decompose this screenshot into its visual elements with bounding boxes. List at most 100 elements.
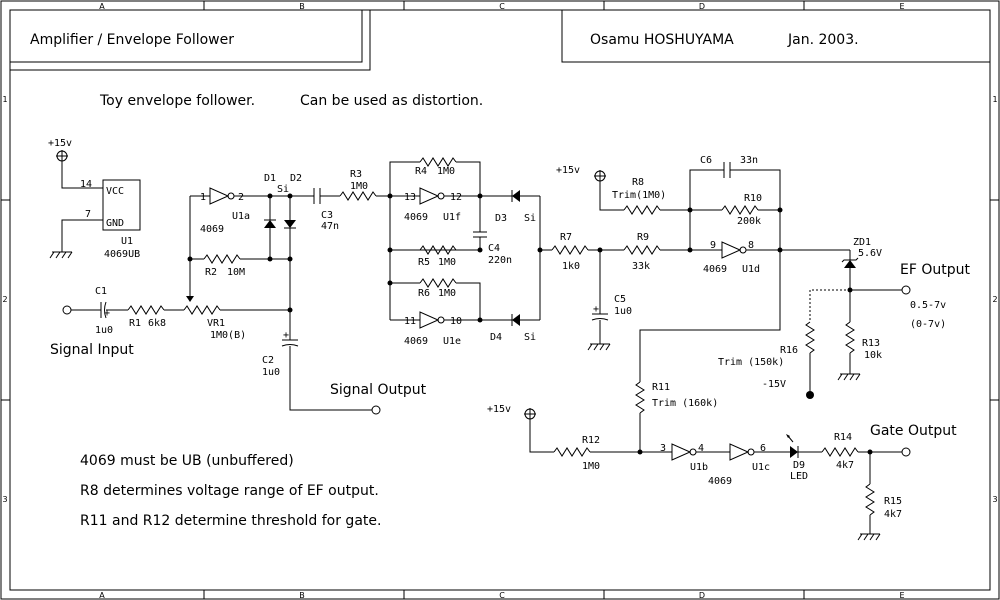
c3-capacitor-icon [313, 188, 321, 204]
u1e-inverter-icon [419, 311, 445, 329]
r5-resistor-icon [419, 245, 457, 255]
ground-icon [49, 251, 73, 259]
d4-diode-icon [511, 314, 520, 326]
gate-output-terminal-icon[interactable] [901, 447, 911, 457]
frame-row-2: 2 [2, 295, 7, 304]
vee-label: -15V [762, 379, 786, 390]
r11-name: R11 [652, 382, 670, 393]
signal-output-label: Signal Output [330, 382, 427, 398]
ef-output-label: EF Output [900, 262, 970, 278]
d4-type: Si [524, 332, 536, 343]
u1-label-vcc: VCC [106, 186, 124, 197]
ef-range-2: (0-7v) [910, 319, 946, 330]
vcc-bottom-terminal-icon [524, 408, 536, 420]
frame-row-1: 1 [2, 95, 7, 104]
vee-terminal-icon [806, 391, 814, 399]
note-3: R11 and R12 determine threshold for gate… [80, 513, 381, 529]
d3-diode-icon [511, 190, 520, 202]
u1c-out-pin: 6 [760, 443, 766, 454]
u1f-in-pin: 13 [404, 192, 416, 203]
r1-name: R1 [129, 318, 141, 329]
u1e-out-pin: 10 [450, 316, 462, 327]
u1-part: 4069UB [104, 249, 140, 260]
u1b-name: U1b [690, 462, 708, 473]
r1-resistor-icon [127, 305, 165, 315]
c2-name: C2 [262, 355, 274, 366]
r12-resistor-icon [553, 447, 591, 457]
u1a-name: U1a [232, 211, 250, 222]
signal-output-terminal-icon[interactable] [371, 405, 381, 415]
r10-value: 200k [737, 216, 761, 227]
u1a-inverter-icon [209, 187, 235, 205]
r14-value: 4k7 [836, 460, 854, 471]
rectifier-stage: C3 47n R3 1M0 R4 1M0 13 12 4069 U1f C [313, 157, 543, 347]
r9-resistor-icon [623, 245, 661, 255]
r5-value: 1M0 [438, 257, 456, 268]
frame-row-3: 3 [2, 495, 7, 504]
vcc-terminal-icon [56, 150, 68, 162]
c2-capacitor-icon [281, 339, 299, 347]
u1a-out-pin: 2 [238, 192, 244, 203]
frame-row-3-right: 3 [992, 495, 997, 504]
vr1-wiper-arrow-icon [186, 296, 194, 302]
u1-package [102, 179, 141, 231]
svg-text:+: + [104, 308, 110, 319]
d2-diode-icon [284, 220, 296, 229]
r12-name: R12 [582, 435, 600, 446]
u1f-name: U1f [443, 212, 461, 223]
frame-col-a: A [99, 2, 105, 11]
vr1-potentiometer-icon [183, 305, 221, 315]
ef-range-1: 0.5-7v [910, 300, 946, 311]
u1b-out-pin: 4 [698, 443, 704, 454]
d1-name: D1 [264, 173, 276, 184]
vr1-value: 1M0(B) [210, 330, 246, 341]
zd1-name: ZD1 [853, 237, 871, 248]
author-name: Osamu HOSHUYAMA [590, 32, 734, 48]
r5-name: R5 [418, 257, 430, 268]
r8-value: Trim(1M0) [612, 190, 666, 201]
c2-value: 1u0 [262, 367, 280, 378]
drawing-title: Amplifier / Envelope Follower [30, 32, 234, 48]
vcc-label-top: +15v [48, 138, 72, 149]
zd1-zener-icon [841, 257, 859, 268]
u1e-name: U1e [443, 336, 461, 347]
d2-type: Si [277, 184, 289, 195]
r16-value: Trim (150k) [718, 357, 784, 368]
frame-col-d-bottom: D [699, 591, 705, 600]
r11-trimmer-icon [635, 381, 645, 414]
r4-name: R4 [415, 166, 427, 177]
r6-resistor-icon [419, 278, 457, 288]
c1-name: C1 [95, 286, 107, 297]
signal-input-label: Signal Input [50, 342, 134, 358]
frame-col-a-bottom: A [99, 591, 105, 600]
d1-diode-icon [264, 219, 276, 228]
c4-value: 220n [488, 255, 512, 266]
c6-name: C6 [700, 155, 712, 166]
u1-label-gnd: GND [106, 218, 124, 229]
c4-capacitor-icon [473, 231, 487, 238]
r15-value: 4k7 [884, 509, 902, 520]
frame-col-b-bottom: B [299, 591, 305, 600]
u1-pin-gnd: 7 [85, 209, 91, 220]
frame-col-b: B [299, 2, 305, 11]
r6-name: R6 [418, 288, 430, 299]
r8-trimmer-icon [623, 205, 661, 215]
u1-pin-vcc: 14 [80, 179, 92, 190]
signal-input-terminal-icon[interactable] [62, 305, 72, 315]
r3-resistor-icon [339, 191, 377, 201]
frame-col-e-bottom: E [899, 591, 904, 600]
d3-name: D3 [495, 213, 507, 224]
r13-ground-icon [837, 373, 861, 381]
r1-value: 6k8 [148, 318, 166, 329]
u1e-in-pin: 11 [404, 316, 416, 327]
d9-name: D9 [793, 460, 805, 471]
frame-row-1-right: 1 [992, 95, 997, 104]
r9-value: 33k [632, 261, 650, 272]
ef-output-terminal-icon[interactable] [901, 285, 911, 295]
u1c-inverter-icon [729, 443, 755, 461]
d9-led-icon [786, 434, 799, 458]
u1f-part: 4069 [404, 212, 428, 223]
r2-resistor-icon [203, 254, 241, 264]
